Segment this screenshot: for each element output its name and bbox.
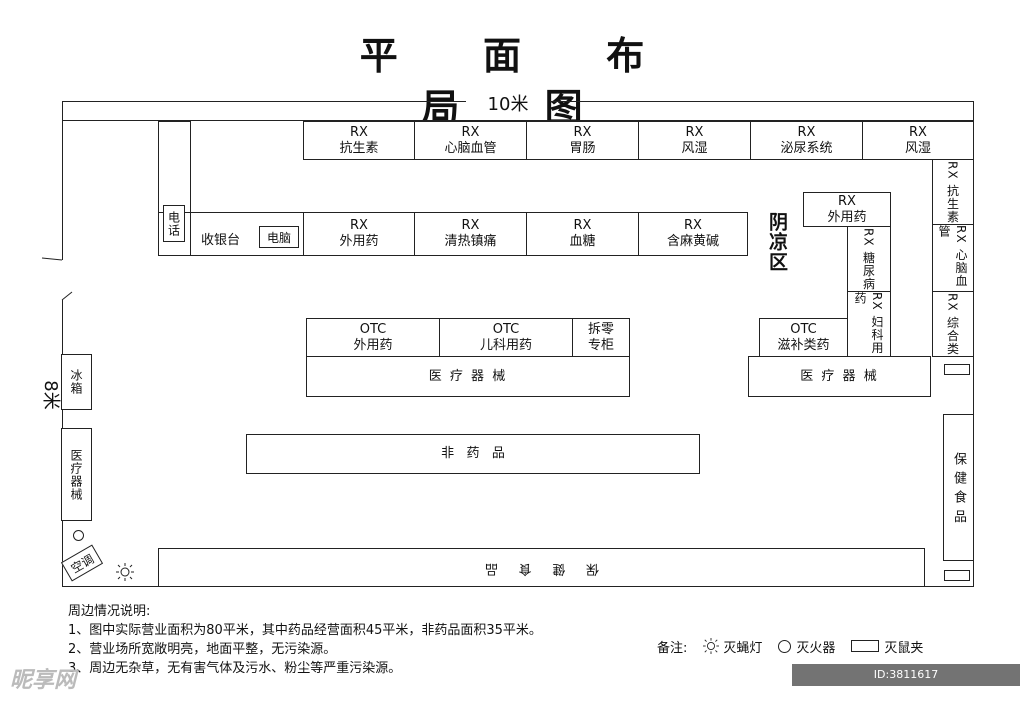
fridge: 冰箱 — [61, 354, 92, 410]
watermark-id: ID:3811617 NO:20200103111721870000 — [792, 664, 1020, 703]
mouse-trap-right-2 — [944, 570, 970, 581]
mouse-trap-icon — [851, 640, 880, 652]
width-dimension-tick-right — [973, 101, 974, 121]
left-medical-device: 医疗器械 — [61, 428, 92, 521]
shelf-health-food-right: 保 健 食 品 — [943, 414, 974, 561]
shelf-center-medical-device: 医 疗 器 械 — [306, 356, 630, 397]
phone: 电话 — [163, 205, 185, 242]
width-dimension-label: 10米 — [487, 94, 529, 115]
shelf-split-counter: 拆零专柜 — [572, 318, 630, 357]
shelf-right-rx-cardio: RX 心脑血管 — [932, 224, 974, 292]
fly-lamp-icon — [703, 638, 720, 654]
width-dimension-line-right — [550, 101, 974, 102]
shelf-cool-rx-gynecology: RX 妇科用药 — [847, 291, 891, 357]
notes-heading: 周边情况说明: — [68, 604, 151, 619]
cool-zone-label: 阴凉区 — [766, 212, 788, 272]
fire-extinguisher-icon — [73, 530, 84, 541]
legend-mouse-trap: 灭鼠夹 — [851, 637, 923, 656]
legend-fly-lamp: 灭蝇灯 — [703, 637, 762, 656]
computer: 电脑 — [259, 226, 299, 248]
shelf-right-rx-antibiotics: RX 抗生素 — [932, 159, 974, 225]
shelf-cool-rx-diabetes: RX 糖尿病 — [847, 226, 891, 292]
legend: 备注: 灭蝇灯 灭火器 灭鼠夹 — [657, 634, 1017, 658]
notes: 周边情况说明: 1、图中实际营业面积为80平米，其中药品经营面积45平米，非药品… — [68, 602, 668, 678]
width-dimension-line-left — [62, 101, 466, 102]
shelf-right-rx-general: RX 综合类 — [932, 291, 974, 357]
notes-line-2: 2、营业场所宽敞明亮，地面平整，无污染源。 — [68, 642, 337, 657]
legend-extinguisher: 灭火器 — [778, 637, 835, 656]
shelf-non-drug: 非 药 品 — [246, 434, 700, 474]
fire-extinguisher-icon — [778, 639, 792, 653]
shelf-cool-medical-device: 医 疗 器 械 — [748, 356, 931, 397]
air-conditioner: 空调 — [60, 544, 104, 582]
page-title: 平 面 布 局 图 — [359, 34, 681, 130]
width-dimension-tick-left — [62, 101, 63, 121]
notes-line-1: 1、图中实际营业面积为80平米，其中药品经营面积45平米，非药品面积35平米。 — [68, 623, 542, 638]
shelf-bottom-health-food: 保 健 食 品 — [158, 548, 925, 587]
legend-label: 备注: — [657, 640, 688, 656]
notes-line-3: 3、周边无杂草，无有害气体及污水、粉尘等严重污染源。 — [68, 661, 402, 676]
door-swing — [41, 257, 73, 301]
fly-lamp-icon — [116, 563, 134, 581]
watermark-logo: 昵享网 — [10, 668, 77, 693]
wall-left-upper — [62, 120, 63, 260]
mouse-trap-right-1 — [944, 364, 970, 375]
wall-top — [62, 120, 974, 121]
cashier-label: 收银台 — [201, 233, 241, 248]
